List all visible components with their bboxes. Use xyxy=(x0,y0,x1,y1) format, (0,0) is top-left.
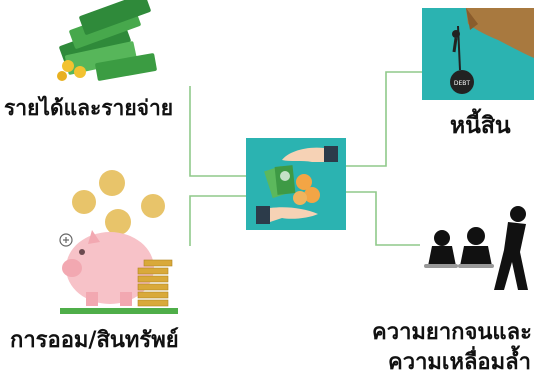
connector-lines xyxy=(189,71,424,246)
connector-savings xyxy=(189,195,246,246)
cliff-debt-weight-icon: DEBT xyxy=(422,8,534,100)
connector-poverty xyxy=(346,191,420,246)
piggy-bank-icon xyxy=(59,170,178,314)
poverty-inequality-label-line2: ความเหลื่อมล้ำ xyxy=(388,350,531,375)
poverty-inequality-label-line1: ความยากจนและ xyxy=(372,320,532,345)
connector-debt xyxy=(346,71,424,167)
savings-assets-label: การออม/สินทรัพย์ xyxy=(10,328,179,353)
income-expense-label: รายได้และรายจ่าย xyxy=(4,96,174,120)
cash-stacks-icon xyxy=(57,0,157,81)
hands-exchanging-money-icon xyxy=(246,138,346,230)
svg-text:DEBT: DEBT xyxy=(454,80,471,87)
debt-label: หนี้สิน xyxy=(450,113,511,139)
struggling-people-icon xyxy=(424,206,528,290)
connector-income xyxy=(189,86,246,177)
